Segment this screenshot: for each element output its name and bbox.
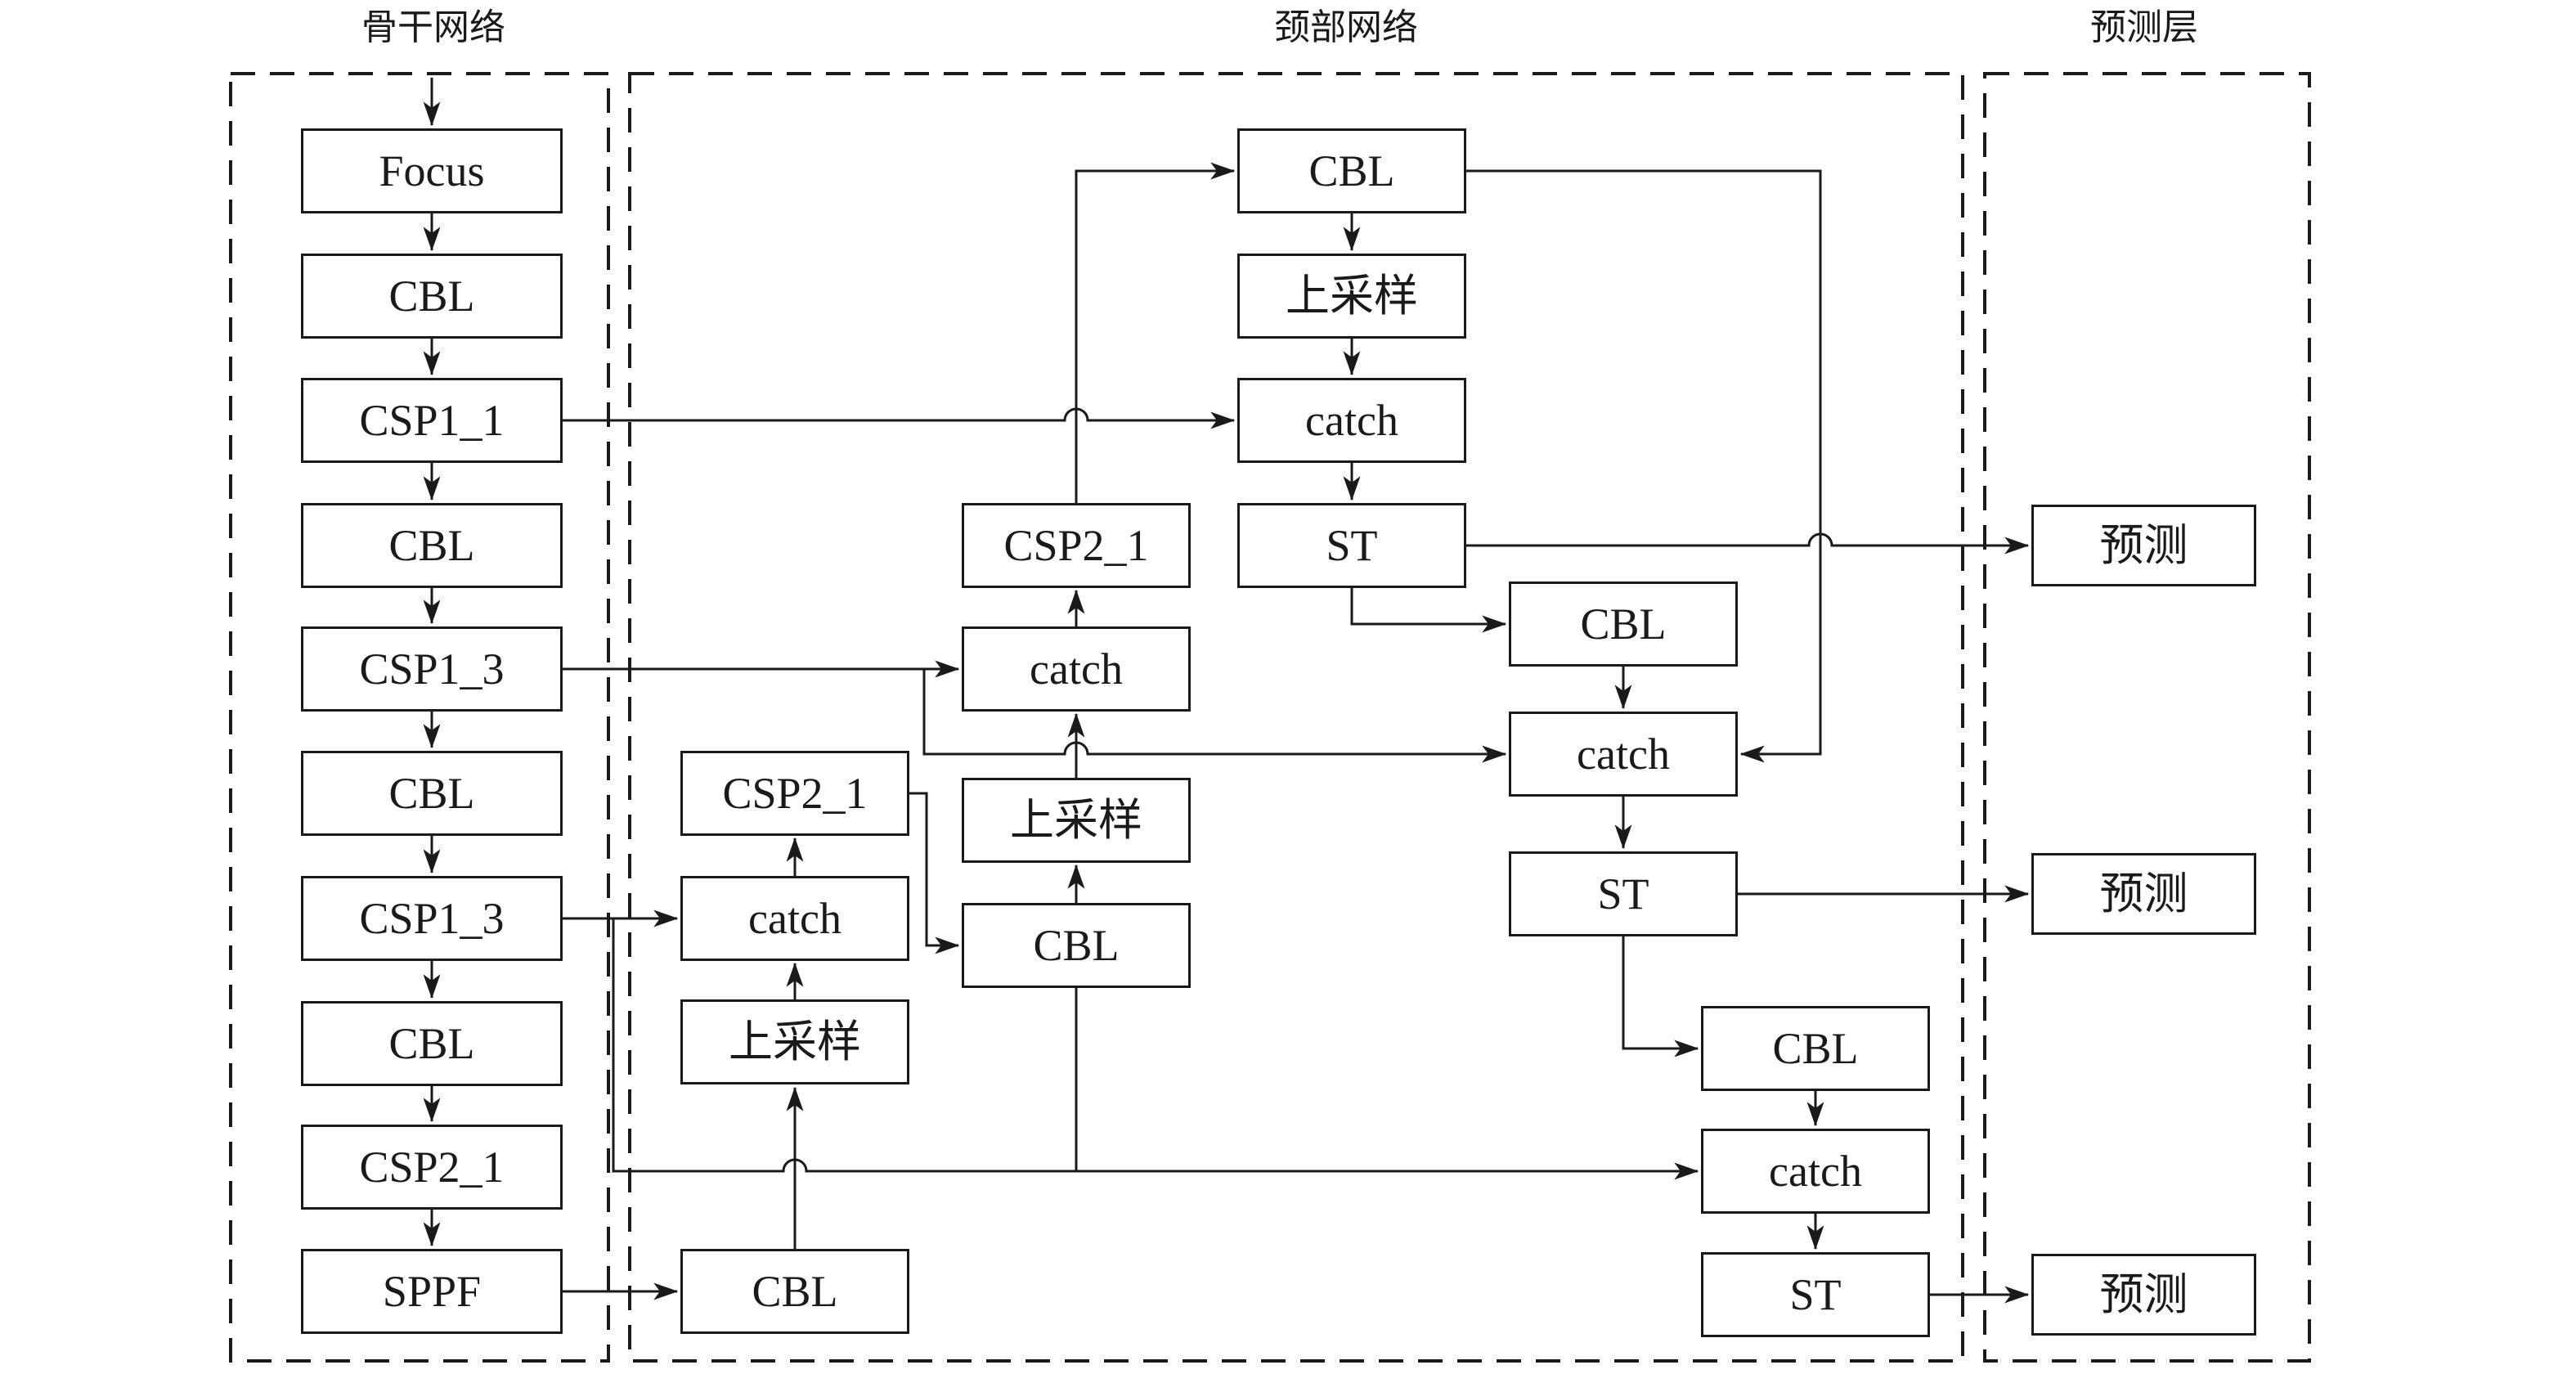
node-catch-top: catch [1237,378,1466,463]
node-label: CSP2_1 [359,1143,505,1192]
edge-st-top-cbl-right1 [1350,588,1507,633]
node-label: 上采样 [1010,796,1142,845]
node-cbl-right2: CBL [1701,1006,1930,1091]
node-catch-mid: catch [962,626,1191,712]
node-label: CBL [1580,599,1667,649]
node-upsample-top: 上采样 [1237,254,1466,339]
node-label: ST [1789,1270,1842,1319]
node-label: catch [1305,396,1398,445]
edge-skip-csp1_3a-catch-right1 [922,669,1507,763]
node-label: ST [1597,869,1649,918]
node-st-right2: ST [1701,1252,1930,1337]
node-label: CSP1_3 [359,894,505,943]
node-catch-right2: catch [1701,1129,1930,1214]
node-cbl-4: CBL [301,1001,563,1086]
edge-st-right1-cbl-right2 [1622,936,1699,1057]
node-upsample-left: 上采样 [680,999,909,1084]
node-predict-1: 预测 [2031,505,2256,586]
node-csp2-1-backbone: CSP2_1 [301,1125,563,1210]
section-title-prediction: 预测层 [2090,7,2198,47]
node-label: ST [1326,521,1378,570]
node-csp1-3-b: CSP1_3 [301,876,563,961]
edge-st-top-predict1 [1466,532,2030,555]
node-label: 预测 [2099,521,2188,570]
node-csp2-1-left: CSP2_1 [680,751,909,836]
node-cbl-1: CBL [301,254,563,339]
edge-csp2_1-left-cbl-mid [909,792,960,954]
node-label: CBL [388,521,475,570]
node-label: catch [1769,1147,1862,1196]
node-csp2-1-mid: CSP2_1 [962,503,1191,588]
node-label: CSP2_1 [1003,521,1149,570]
node-cbl-2: CBL [301,503,563,588]
node-focus: Focus [301,128,563,213]
node-label: 预测 [2099,1270,2188,1319]
edge-csp1_1-catch-top [563,407,1236,429]
node-label: CBL [388,769,475,818]
prediction-region-border [1983,72,2311,1363]
node-catch-left: catch [680,876,909,961]
node-label: CBL [388,272,475,321]
edge-cbl-top-skip-catch-right1 [1466,169,1822,763]
node-cbl-right1: CBL [1509,581,1738,667]
node-label: SPPF [382,1267,482,1316]
node-label: 上采样 [1286,272,1418,321]
node-upsample-mid: 上采样 [962,778,1191,863]
node-label: CBL [1033,921,1120,970]
node-label: CSP1_3 [359,644,505,694]
node-label: CBL [1772,1024,1859,1073]
node-predict-3: 预测 [2031,1254,2256,1336]
edge-csp2_1-mid-cbl-top [1075,162,1236,503]
node-label: CSP2_1 [722,769,868,818]
node-label: CSP1_1 [359,396,505,445]
backbone-region-border [229,72,610,1363]
node-catch-right1: catch [1509,712,1738,797]
edge-skip-csp1_3b-catch-right2 [612,918,1699,1180]
node-label: catch [1030,644,1123,694]
node-cbl-left: CBL [680,1249,909,1334]
node-label: CBL [752,1267,838,1316]
node-label: catch [1577,730,1670,779]
node-predict-2: 预测 [2031,853,2256,935]
node-cbl-mid: CBL [962,903,1191,988]
node-label: 上采样 [729,1017,861,1066]
node-csp1-3-a: CSP1_3 [301,626,563,712]
node-label: CBL [388,1019,475,1068]
node-csp1-1: CSP1_1 [301,378,563,463]
node-st-top: ST [1237,503,1466,588]
section-title-backbone: 骨干网络 [361,7,505,47]
node-cbl-top: CBL [1237,128,1466,213]
node-label: 预测 [2099,869,2188,918]
node-st-right1: ST [1509,851,1738,936]
section-title-neck: 颈部网络 [1274,7,1418,47]
neck-region-border [628,72,1964,1363]
node-sppf: SPPF [301,1249,563,1334]
node-label: catch [748,894,841,943]
node-cbl-3: CBL [301,751,563,836]
node-label: CBL [1308,146,1395,195]
node-label: Focus [379,146,485,195]
